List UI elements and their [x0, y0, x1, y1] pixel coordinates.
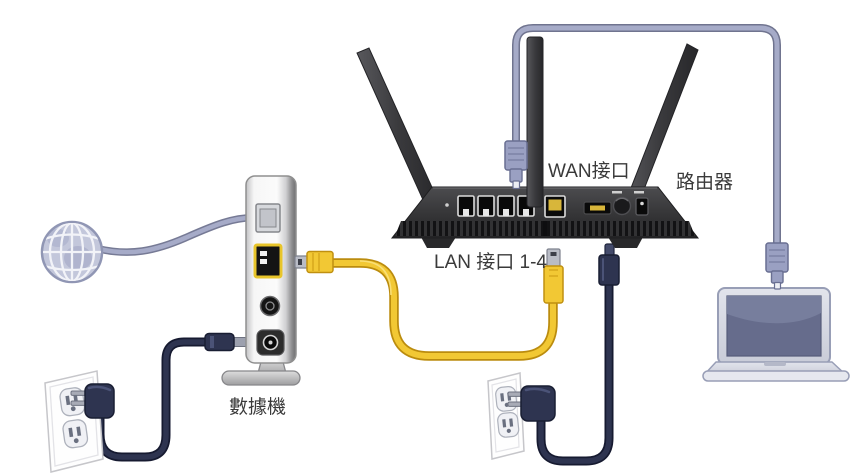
modem-port-pin: [260, 259, 267, 264]
router-foot: [421, 237, 456, 248]
internet-cable-line: [96, 215, 261, 255]
wan-ethernet-cable: [504, 24, 789, 290]
router-label: 路由器: [676, 171, 733, 193]
wan-cable-line: [513, 25, 780, 246]
router-power-switch: [634, 191, 649, 216]
modem-top-port-inner: [259, 208, 277, 228]
wall-plug-middle: [507, 385, 556, 422]
lan-plug-router-end: [543, 248, 564, 304]
router-power-cable-line: [538, 279, 612, 464]
router-wan-port: [544, 195, 566, 218]
lan-plug-modem-end: [294, 250, 334, 274]
modem-base: [221, 370, 301, 386]
router-reset-hole: [445, 203, 449, 207]
dc-barrel-connector: [204, 332, 235, 352]
lan-ethernet-cable: [294, 248, 564, 361]
router-usb-port: [583, 201, 612, 215]
router-power-cable: [536, 243, 620, 466]
lan-port-1: [457, 195, 475, 217]
globe-continent: [64, 246, 92, 270]
router-lan-ports: [457, 195, 535, 217]
laptop-screen-glare: [727, 296, 821, 324]
outlet-socket: [497, 412, 520, 438]
laptop-hinge-notch: [764, 362, 786, 366]
modem-power-cable-line: [97, 339, 211, 460]
globe-grid: [43, 223, 101, 281]
laptop-screen: [717, 287, 831, 365]
modem-port-pin: [260, 251, 267, 256]
power-outlet-left: [44, 370, 115, 473]
lan-cable-line: [328, 260, 556, 359]
wan-port-label: WAN接口: [548, 160, 630, 182]
lan-port-2: [477, 195, 495, 217]
router-foot: [608, 237, 643, 248]
modem-power-cable: [95, 332, 248, 462]
dc-barrel-band: [210, 336, 214, 348]
wan-plug-router-end: [504, 140, 528, 190]
router-antenna-left: [356, 47, 441, 212]
power-outlet-middle: [487, 372, 556, 460]
internet-cable: [95, 214, 262, 256]
lan-ports-label: LAN 接口 1-4: [434, 251, 547, 273]
modem-coax-port: [259, 295, 281, 317]
wall-plug-left: [70, 383, 115, 419]
outlet-socket: [62, 419, 89, 449]
modem: [221, 175, 301, 386]
router-antenna-middle: [526, 36, 544, 208]
wan-plug-laptop-end: [765, 242, 789, 290]
router-power-button: [612, 191, 632, 216]
outlet-socket: [495, 386, 518, 412]
dc-plug-router-end: [598, 243, 620, 286]
modem-label: 數據機: [229, 396, 286, 418]
laptop: [702, 287, 850, 382]
dc-barrel-tip: [232, 337, 248, 347]
modem-ethernet-port: [253, 243, 283, 279]
laptop-base: [702, 361, 850, 382]
router: [356, 36, 700, 248]
lan-port-3: [497, 195, 515, 217]
internet-globe-icon: [40, 220, 104, 284]
